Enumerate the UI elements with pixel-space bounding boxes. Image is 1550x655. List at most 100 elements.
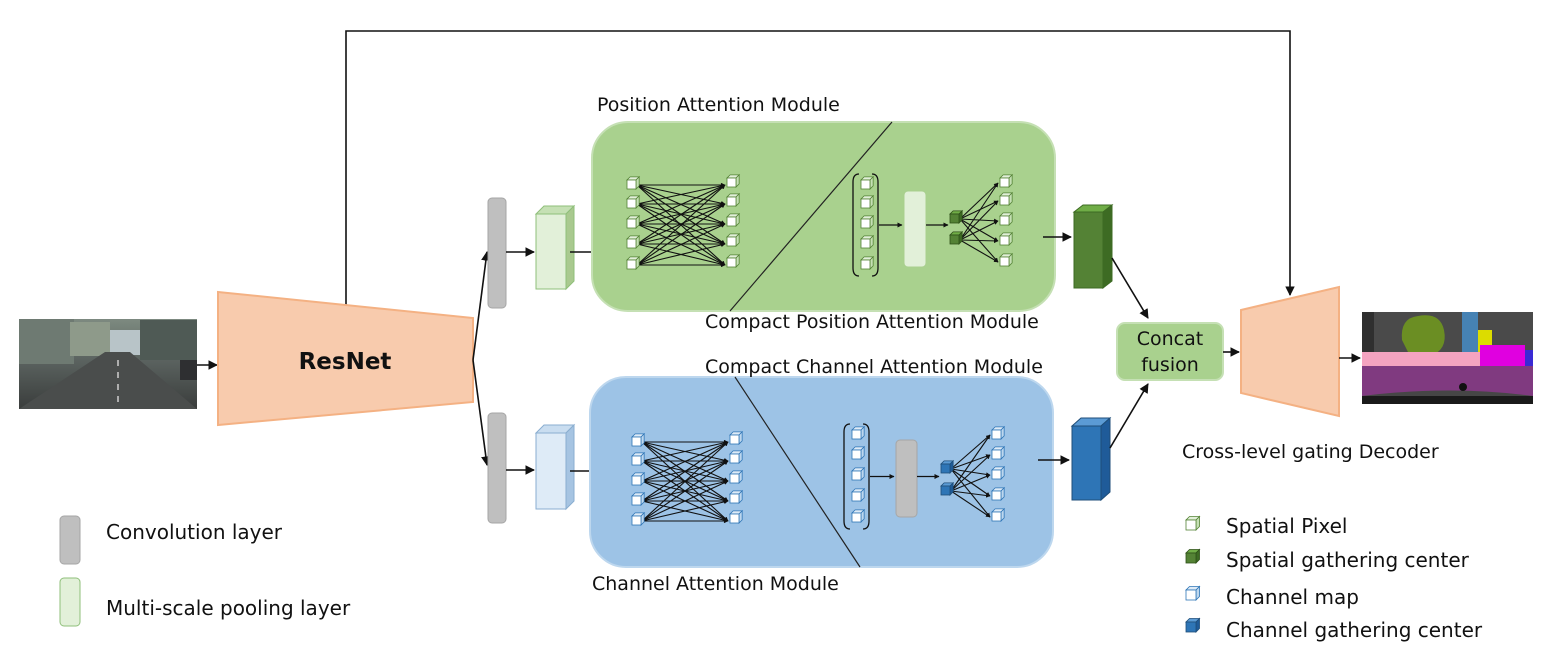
ch-full-edge	[641, 441, 729, 482]
pos-compact-bracket-right	[871, 173, 879, 277]
pos-full-edge	[636, 203, 726, 245]
position-output-block	[1072, 203, 1114, 290]
legend-spatial-pixel-label: Spatial Pixel	[1226, 514, 1347, 538]
pos-full-edge	[636, 184, 726, 225]
ch-full-edge	[641, 499, 729, 522]
ch-compact-gathering-center	[940, 459, 955, 474]
pos-compact-edge	[959, 200, 999, 241]
pos-full-source-node	[626, 255, 641, 270]
pos-compact-edge	[959, 239, 999, 263]
legend-pool-label: Multi-scale pooling layer	[106, 596, 351, 620]
pos-compact-target-node	[999, 252, 1014, 267]
ch-full-target-node	[729, 430, 744, 445]
ch-full-edge	[641, 441, 729, 522]
channel-compact-connection	[843, 423, 1006, 530]
segmentation-output	[1362, 312, 1533, 404]
ch-compact-edge	[950, 454, 991, 492]
pos-full-edge	[636, 184, 726, 245]
pos-compact-bracket-left	[852, 173, 860, 277]
pos-compact-edge	[959, 238, 999, 244]
legend-channel-center-label: Channel gathering center	[1226, 618, 1483, 642]
pos-compact-gathering-center	[949, 209, 964, 224]
ch-full-source-node	[631, 511, 646, 526]
ch-compact-edge	[950, 474, 991, 492]
ch-full-edge	[641, 440, 729, 462]
ch-compact-edge	[950, 490, 991, 498]
decoder-label: Cross-level gating Decoder	[1182, 441, 1439, 463]
ch-compact-gathering-center	[940, 481, 955, 496]
fusion-line1: Concat	[1137, 328, 1203, 350]
ch-compact-column-node	[851, 487, 866, 502]
channel-attention-module	[589, 376, 1054, 568]
pos-full-source-node	[626, 234, 641, 249]
ch-full-edge	[641, 441, 729, 502]
legend-channel-center-icon	[1185, 617, 1201, 633]
pos-compact-edge	[959, 182, 999, 220]
legend-spatial-pixel-icon	[1185, 515, 1201, 531]
legend-channel-map-icon	[1185, 585, 1201, 601]
ch-compact-bracket-left	[843, 423, 851, 530]
skip-connection	[345, 30, 1295, 305]
pos-compact-target-node	[999, 211, 1014, 226]
pos-compact-column-node	[860, 234, 875, 249]
ch-full-edge	[641, 480, 729, 522]
ch-compact-column-node	[851, 466, 866, 481]
legend-spatial-center-label: Spatial gathering center	[1226, 548, 1470, 572]
resnet-label: ResNet	[299, 349, 392, 375]
decoder-block	[1240, 285, 1340, 418]
ch-compact-bracket-right	[862, 423, 870, 530]
concat-fusion: Concat fusion	[1116, 322, 1224, 381]
pos-compact-gathering-center	[949, 230, 964, 245]
compact-position-label: Compact Position Attention Module	[705, 311, 1039, 333]
channel-output-block	[1070, 416, 1112, 502]
pos-full-edge	[636, 183, 726, 205]
ch-compact-target-node	[991, 507, 1006, 522]
ch-full-source-node	[631, 471, 646, 486]
legend-spatial-center-icon	[1185, 548, 1201, 564]
pos-full-source-node	[626, 175, 641, 190]
pos-compact-intermediate-map	[903, 190, 927, 268]
pos-full-edge	[636, 184, 726, 266]
ch-compact-edge	[950, 490, 991, 518]
pos-full-source-node	[626, 214, 641, 229]
ch-compact-target-node	[991, 465, 1006, 480]
ch-compact-edge	[950, 454, 991, 470]
ch-compact-edge	[950, 434, 991, 492]
legend-conv-label: Convolution layer	[106, 520, 283, 544]
position-full-connection	[626, 173, 741, 270]
legend-left: Convolution layer Multi-scale pooling la…	[59, 515, 351, 627]
ch-compact-column-node	[851, 425, 866, 440]
pos-full-target-node	[726, 232, 741, 247]
ch-compact-intermediate-map	[895, 439, 918, 518]
conv-layer-top	[487, 197, 507, 309]
pos-compact-target-node	[999, 191, 1014, 206]
pos-compact-edge	[959, 220, 999, 241]
input-image	[19, 319, 197, 409]
ch-compact-target-node	[991, 425, 1006, 440]
ch-full-target-node	[729, 469, 744, 484]
compact-channel-label: Compact Channel Attention Module	[705, 356, 1043, 378]
resnet-backbone: ResNet	[217, 290, 474, 427]
pos-compact-column-node	[860, 175, 875, 190]
ch-compact-target-node	[991, 445, 1006, 460]
position-module-label: Position Attention Module	[597, 94, 840, 116]
ch-compact-edge	[950, 468, 991, 477]
ch-compact-edge	[950, 434, 991, 470]
pos-full-source-node	[626, 194, 641, 209]
pos-compact-target-node	[999, 173, 1014, 188]
channel-module-label: Channel Attention Module	[592, 573, 839, 595]
legend-right: Spatial Pixel Spatial gathering center C…	[1185, 514, 1483, 642]
pos-full-target-node	[726, 253, 741, 268]
position-attention-module	[591, 121, 1056, 312]
pos-full-edge	[636, 203, 726, 266]
pos-full-target-node	[726, 192, 741, 207]
pos-compact-column-node	[860, 255, 875, 270]
ch-full-source-node	[631, 432, 646, 447]
ch-compact-column-node	[851, 445, 866, 460]
pos-compact-target-node	[999, 231, 1014, 246]
ch-compact-target-node	[991, 486, 1006, 501]
pos-compact-edge	[959, 182, 999, 241]
pos-full-edge	[636, 242, 726, 266]
position-compact-connection	[852, 173, 1014, 277]
